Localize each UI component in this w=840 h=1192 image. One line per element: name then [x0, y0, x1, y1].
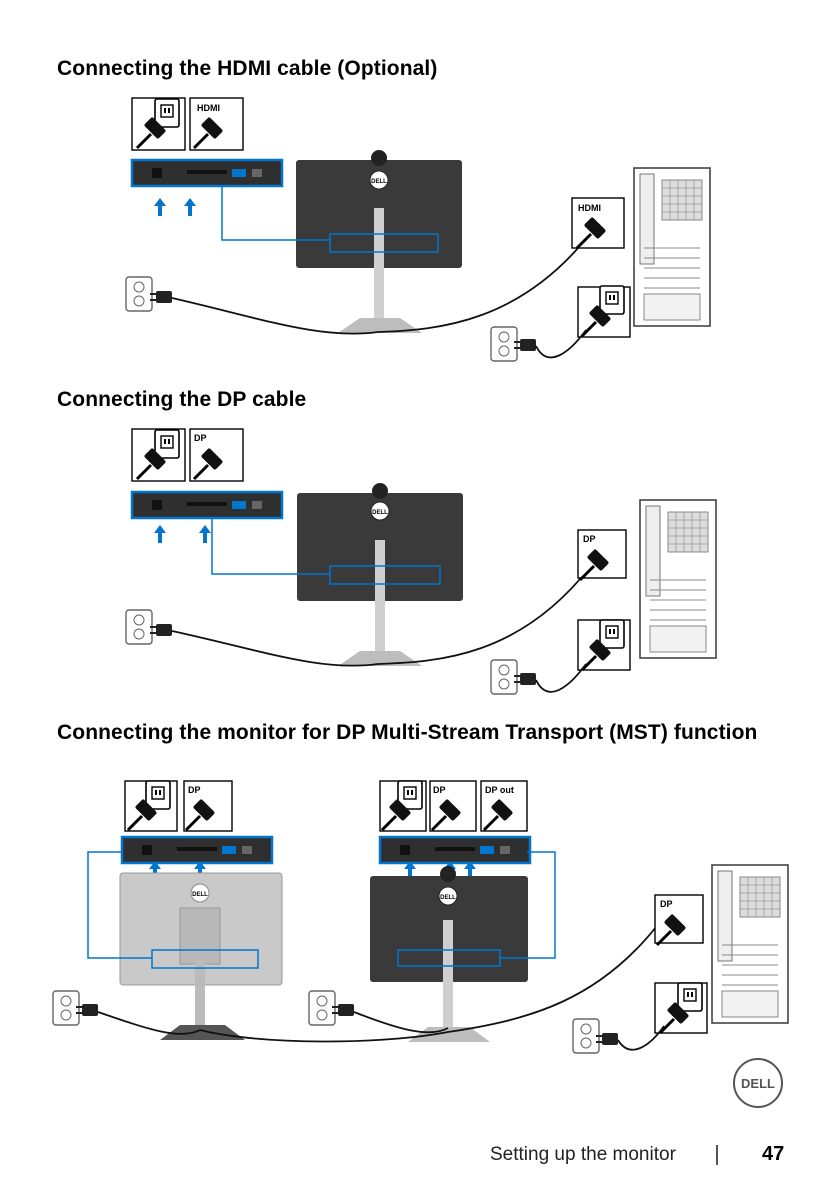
cable-label: DP: [660, 899, 673, 909]
svg-text:DELL: DELL: [440, 895, 456, 901]
footer-separator: [716, 1145, 718, 1165]
cable-label: HDMI: [578, 203, 601, 213]
diagram-mst: DP DELL DP DP out DELL: [53, 781, 788, 1053]
svg-text:DELL: DELL: [371, 179, 387, 185]
svg-text:DELL: DELL: [372, 510, 388, 516]
diagram-dp: DP DELL DP: [126, 429, 716, 694]
cable-label: DP out: [485, 785, 514, 795]
svg-text:DELL: DELL: [741, 1076, 775, 1091]
cable-label: DP: [433, 785, 446, 795]
dell-logo: DELL: [734, 1059, 782, 1107]
diagram-hdmi: HDMI DELL HDMI: [126, 98, 710, 361]
cable-label: DP: [583, 534, 596, 544]
cable-label: DP: [194, 433, 207, 443]
footer-section-name: Setting up the monitor: [490, 1144, 676, 1166]
page-number: 47: [762, 1143, 784, 1166]
cable-label: HDMI: [197, 103, 220, 113]
svg-text:DELL: DELL: [192, 892, 208, 898]
cable-label: DP: [188, 785, 201, 795]
